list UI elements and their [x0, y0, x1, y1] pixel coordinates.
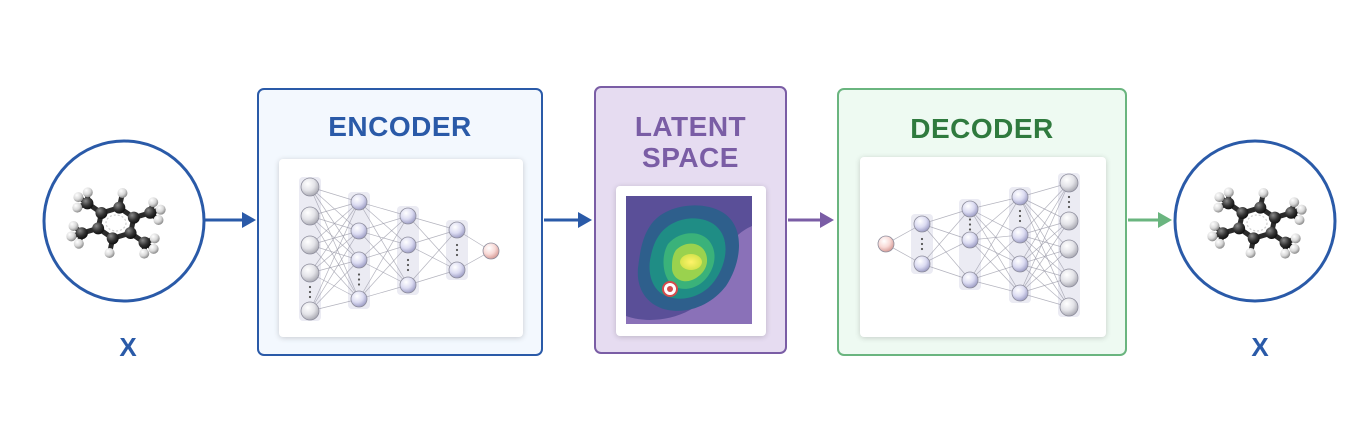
input-to-encoder-arrow — [205, 212, 256, 228]
output-label: X — [1251, 332, 1269, 362]
network-node — [350, 251, 368, 269]
latent-title-line1: LATENT — [634, 111, 747, 142]
network-node — [399, 236, 417, 254]
network-node — [1011, 284, 1029, 302]
input-molecule-icon — [66, 187, 166, 259]
network-node — [961, 271, 979, 289]
network-node — [1011, 255, 1029, 273]
network-node — [961, 231, 979, 249]
network-node — [350, 290, 368, 308]
network-node — [482, 242, 500, 260]
network-node — [300, 301, 320, 321]
network-node — [1059, 297, 1079, 317]
network-node — [300, 263, 320, 283]
network-node — [1059, 173, 1079, 193]
network-node — [350, 222, 368, 240]
network-node — [300, 206, 320, 226]
encoder-to-latent-arrow — [544, 212, 592, 228]
network-node — [448, 221, 466, 239]
network-node — [399, 207, 417, 225]
input-label: X — [119, 332, 137, 362]
encoder-title: ENCODER — [328, 111, 472, 142]
network-node — [1059, 239, 1079, 259]
encoder-neural-network-icon — [299, 177, 500, 321]
decoder-to-output-arrow — [1128, 212, 1172, 228]
output-molecule-icon — [1207, 187, 1307, 259]
latent-to-decoder-arrow — [788, 212, 834, 228]
output-node-circle — [1173, 139, 1337, 303]
network-node — [1011, 188, 1029, 206]
network-node — [399, 276, 417, 294]
network-node — [1059, 211, 1079, 231]
network-node — [961, 200, 979, 218]
latent-density-map-icon — [626, 196, 752, 324]
input-node-circle — [42, 139, 206, 303]
network-node — [350, 193, 368, 211]
latent-title-line2: SPACE — [642, 142, 739, 173]
decoder-title: DECODER — [910, 113, 1054, 144]
network-node — [1011, 226, 1029, 244]
network-node — [877, 235, 895, 253]
network-node — [300, 235, 320, 255]
network-node — [1059, 268, 1079, 288]
network-node — [913, 215, 931, 233]
network-node — [913, 255, 931, 273]
network-node — [448, 261, 466, 279]
network-node — [300, 177, 320, 197]
decoder-neural-network-icon — [877, 173, 1080, 317]
